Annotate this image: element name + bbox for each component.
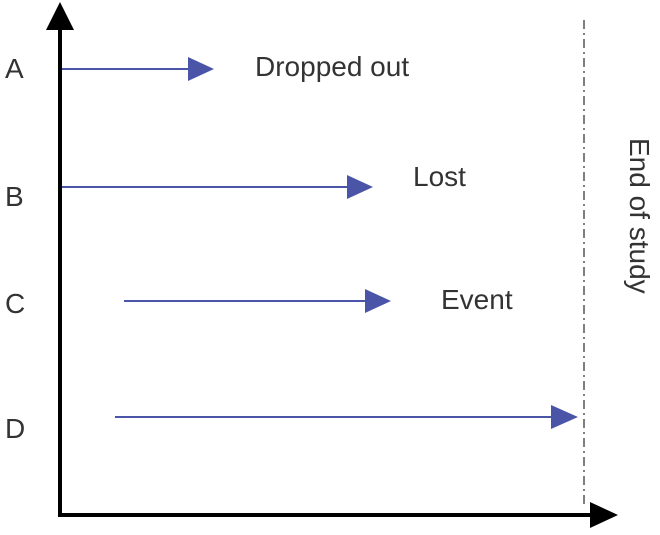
arrow-d xyxy=(115,405,578,429)
row-label-b: B xyxy=(5,181,24,212)
end-of-study-label: End of study xyxy=(624,138,655,294)
row-labels: A B C D xyxy=(5,53,25,444)
arrow-b xyxy=(62,175,373,199)
arrow-b-head xyxy=(347,175,373,199)
y-axis-arrowhead xyxy=(46,2,74,30)
outcome-label-lost: Lost xyxy=(413,161,466,192)
arrow-a xyxy=(62,57,214,81)
arrow-c xyxy=(124,289,391,313)
follow-up-arrows xyxy=(62,57,578,429)
x-axis-arrowhead xyxy=(590,502,618,528)
outcome-label-event: Event xyxy=(441,284,513,315)
row-label-c: C xyxy=(5,288,25,319)
axes xyxy=(46,2,618,528)
arrow-c-head xyxy=(365,289,391,313)
outcome-labels: Dropped out Lost Event xyxy=(255,51,513,315)
arrow-a-head xyxy=(188,57,214,81)
arrow-d-head xyxy=(551,405,578,429)
row-label-d: D xyxy=(5,413,25,444)
outcome-label-dropped-out: Dropped out xyxy=(255,51,409,82)
row-label-a: A xyxy=(5,53,24,84)
